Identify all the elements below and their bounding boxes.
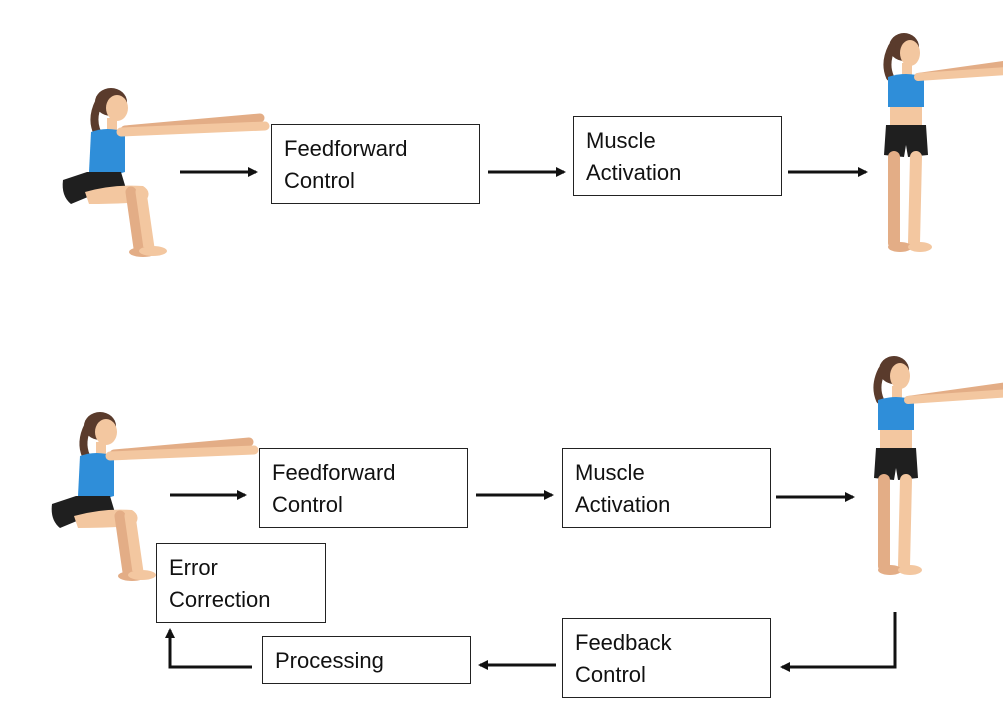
- error-correction-box: Error Correction: [156, 543, 326, 623]
- standing-figure-top: [884, 33, 1003, 252]
- arrow-processing-to-error-correction: [165, 628, 252, 669]
- feedback-control-box: Feedback Control: [562, 618, 771, 698]
- muscle-activation-box-bottom: Muscle Activation: [562, 448, 771, 528]
- muscle-activation-box-top: Muscle Activation: [573, 116, 782, 196]
- feedforward-control-box-top: Feedforward Control: [271, 124, 480, 204]
- feedforward-control-box-bottom: Feedforward Control: [259, 448, 468, 528]
- processing-box: Processing: [262, 636, 471, 684]
- standing-figure-bottom: [874, 356, 1003, 575]
- arrow-standing-to-feedback: [780, 612, 897, 672]
